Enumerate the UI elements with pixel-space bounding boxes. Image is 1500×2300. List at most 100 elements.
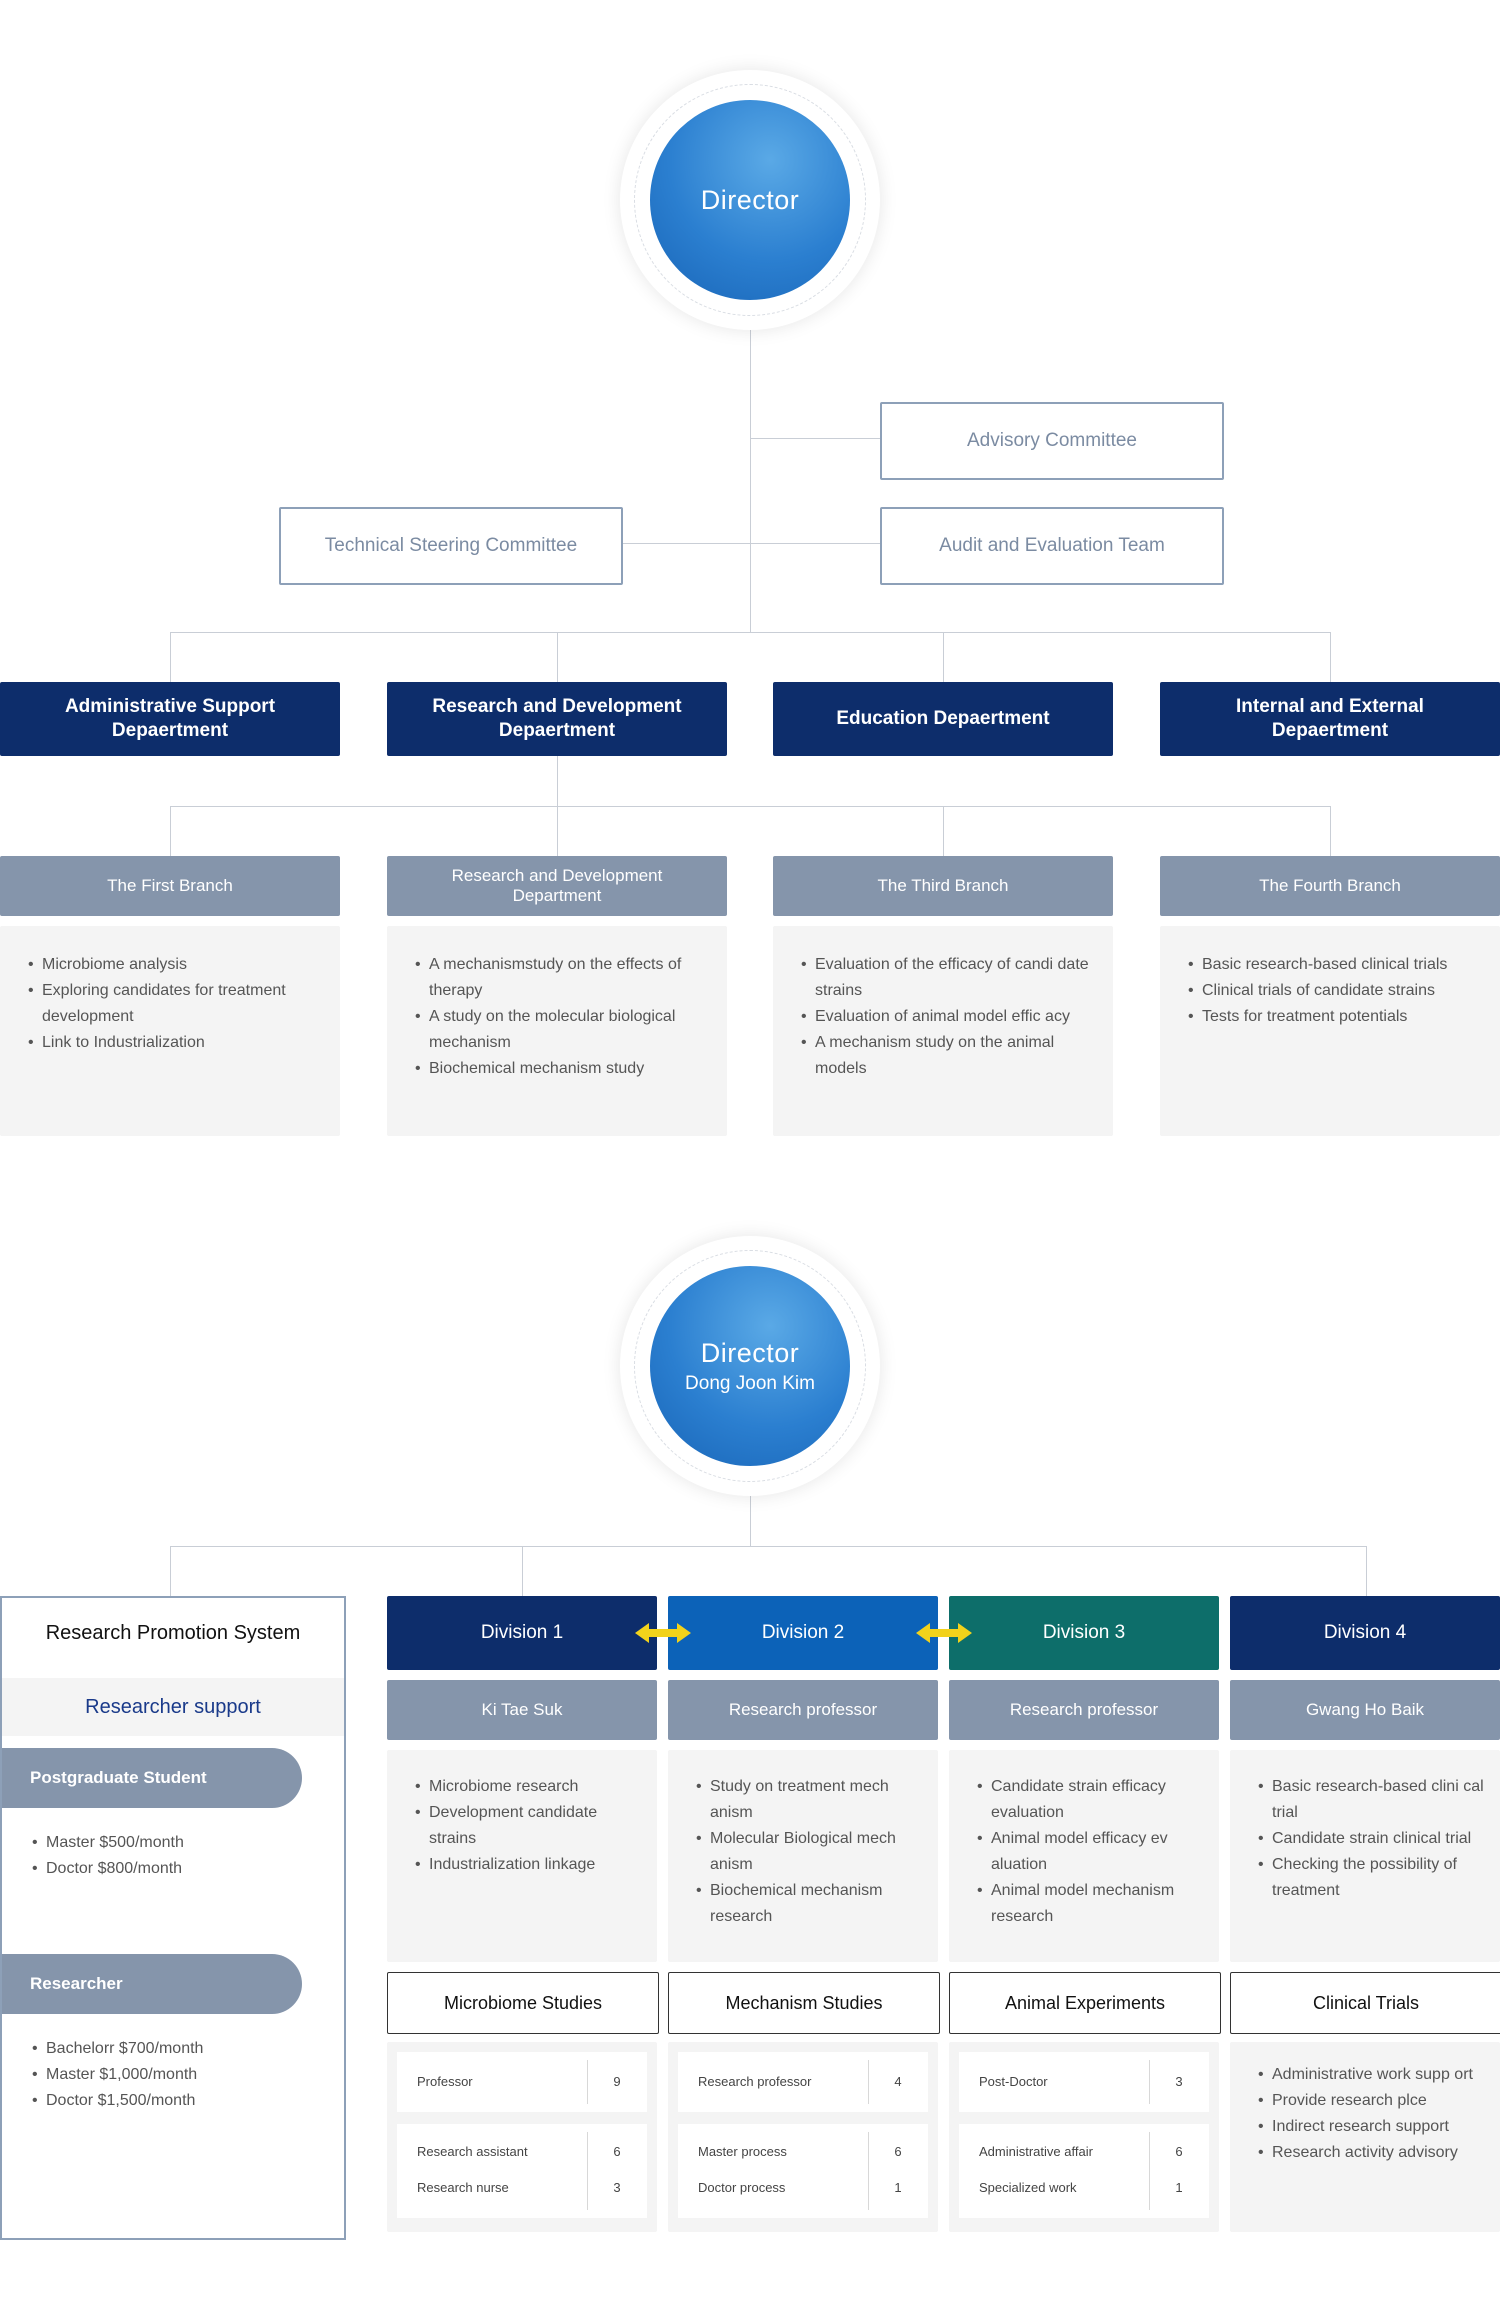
connector-line — [170, 1546, 171, 1596]
list-item: Basic research-based clinical trials — [1188, 952, 1482, 978]
list-item: A mechanism study on the animal models — [801, 1030, 1095, 1082]
arrow-shape — [635, 1623, 691, 1643]
researcher-pill: Researcher — [2, 1954, 302, 2014]
connector-line — [170, 632, 171, 682]
staff-count: 9 — [613, 2074, 621, 2089]
list-item: Indirect research support — [1258, 2114, 1488, 2140]
branch-first-header: The First Branch — [0, 856, 340, 916]
connector-line — [750, 438, 880, 439]
staff-role: Research assistant — [417, 2144, 528, 2159]
technical-steering-committee-box: Technical Steering Committee — [279, 507, 623, 585]
audit-evaluation-team-box: Audit and Evaluation Team — [880, 507, 1224, 585]
list-item: Provide research plce — [1258, 2088, 1488, 2114]
list-item: Molecular Biological mech anism — [696, 1826, 926, 1878]
double-arrow-icon — [635, 1623, 691, 1643]
list-item: Doctor $800/month — [32, 1856, 184, 1882]
list-item: Master $500/month — [32, 1830, 184, 1856]
connector-line — [618, 543, 880, 544]
connector-line — [750, 330, 751, 632]
postgraduate-student-pill: Postgraduate Student — [2, 1748, 302, 1808]
list-item: Candidate strain efficacy evaluation — [977, 1774, 1207, 1826]
connector-line — [170, 806, 1330, 807]
staff-role: Administrative affair — [979, 2144, 1093, 2159]
staff-role: Doctor process — [698, 2180, 786, 2195]
list-item: Study on treatment mech anism — [696, 1774, 926, 1826]
list-item: Research activity advisory — [1258, 2140, 1488, 2166]
list-item: Evaluation of animal model effic acy — [801, 1004, 1095, 1030]
director-name: Dong Joon Kim — [685, 1372, 815, 1394]
connector-line — [170, 1546, 1366, 1547]
connector-line — [1330, 632, 1331, 682]
director-label: Director — [700, 1337, 800, 1368]
staff-count: 6 — [894, 2144, 902, 2159]
list-item: Evaluation of the efficacy of candi date… — [801, 952, 1095, 1004]
connector-line — [750, 1496, 751, 1546]
staff-role: Post-Doctor — [979, 2074, 1048, 2089]
list-item: Bachelorr $700/month — [32, 2036, 203, 2062]
staff-role: Specialized work — [979, 2180, 1077, 2195]
division-1-staff: Professor 9 Research assistant 6 Researc… — [387, 2042, 657, 2232]
list-item: A study on the molecular biological mech… — [415, 1004, 709, 1056]
connector-line — [170, 632, 1330, 633]
division-3-staff: Post-Doctor 3 Administrative affair 6 Sp… — [949, 2042, 1219, 2232]
connector-line — [557, 632, 558, 682]
division-4-lead: Gwang Ho Baik — [1230, 1680, 1500, 1740]
list-item: Link to Industrialization — [28, 1030, 322, 1056]
division-3-header: Division 3 — [949, 1596, 1219, 1670]
connector-line — [170, 806, 171, 856]
list-item: Doctor $1,500/month — [32, 2088, 203, 2114]
division-2-study: Mechanism Studies — [668, 1972, 940, 2034]
director-label: Director — [700, 184, 800, 215]
division-1-header: Division 1 — [387, 1596, 657, 1670]
staff-role: Research nurse — [417, 2180, 509, 2195]
division-4-study: Clinical Trials — [1230, 1972, 1500, 2034]
division-4-tasks: Basic research-based clini cal trial Can… — [1230, 1750, 1500, 1962]
division-1-study: Microbiome Studies — [387, 1972, 659, 2034]
staff-role: Professor — [417, 2074, 473, 2089]
staff-count: 4 — [894, 2074, 902, 2089]
list-item: Candidate strain clinical trial — [1258, 1826, 1488, 1852]
double-arrow-icon — [916, 1623, 972, 1643]
division-3-study: Animal Experiments — [949, 1972, 1221, 2034]
branch-rnd-body: A mechanismstudy on the effects of thera… — [387, 926, 727, 1136]
staff-count: 6 — [613, 2144, 621, 2159]
branch-fourth-body: Basic research-based clinical trials Cli… — [1160, 926, 1500, 1136]
researcher-stipend-list: Bachelorr $700/month Master $1,000/month… — [32, 2036, 203, 2114]
division-4-header: Division 4 — [1230, 1596, 1500, 1670]
list-item: Exploring candidates for treatment devel… — [28, 978, 322, 1030]
department-education: Education Depaertment — [773, 682, 1113, 756]
branch-third-body: Evaluation of the efficacy of candi date… — [773, 926, 1113, 1136]
connector-line — [1330, 806, 1331, 856]
connector-line — [943, 632, 944, 682]
connector-line — [1366, 1546, 1367, 1596]
staff-count: 6 — [1175, 2144, 1183, 2159]
research-promotion-system-panel: Research Promotion System Researcher sup… — [0, 1596, 346, 2240]
division-3-tasks: Candidate strain efficacy evaluation Ani… — [949, 1750, 1219, 1962]
list-item: Tests for treatment potentials — [1188, 1004, 1482, 1030]
list-item: Animal model mechanism research — [977, 1878, 1207, 1930]
list-item: Biochemical mechanism research — [696, 1878, 926, 1930]
list-item: Master $1,000/month — [32, 2062, 203, 2088]
division-2-tasks: Study on treatment mech anism Molecular … — [668, 1750, 938, 1962]
division-2-lead: Research professor — [668, 1680, 938, 1740]
staff-role: Master process — [698, 2144, 787, 2159]
list-item: A mechanismstudy on the effects of thera… — [415, 952, 709, 1004]
connector-line — [522, 1546, 523, 1596]
branch-third-header: The Third Branch — [773, 856, 1113, 916]
list-item: Clinical trials of candidate strains — [1188, 978, 1482, 1004]
list-item: Microbiome research — [415, 1774, 645, 1800]
division-4-support: Administrative work supp ort Provide res… — [1230, 2042, 1500, 2232]
division-2-staff: Research professor 4 Master process 6 Do… — [668, 2042, 938, 2232]
division-3-lead: Research professor — [949, 1680, 1219, 1740]
list-item: Biochemical mechanism study — [415, 1056, 709, 1082]
branch-first-body: Microbiome analysis Exploring candidates… — [0, 926, 340, 1136]
list-item: Administrative work supp ort — [1258, 2062, 1488, 2088]
postgraduate-stipend-list: Master $500/month Doctor $800/month — [32, 1830, 184, 1882]
advisory-committee-box: Advisory Committee — [880, 402, 1224, 480]
staff-role: Research professor — [698, 2074, 812, 2089]
staff-count: 3 — [613, 2180, 621, 2195]
